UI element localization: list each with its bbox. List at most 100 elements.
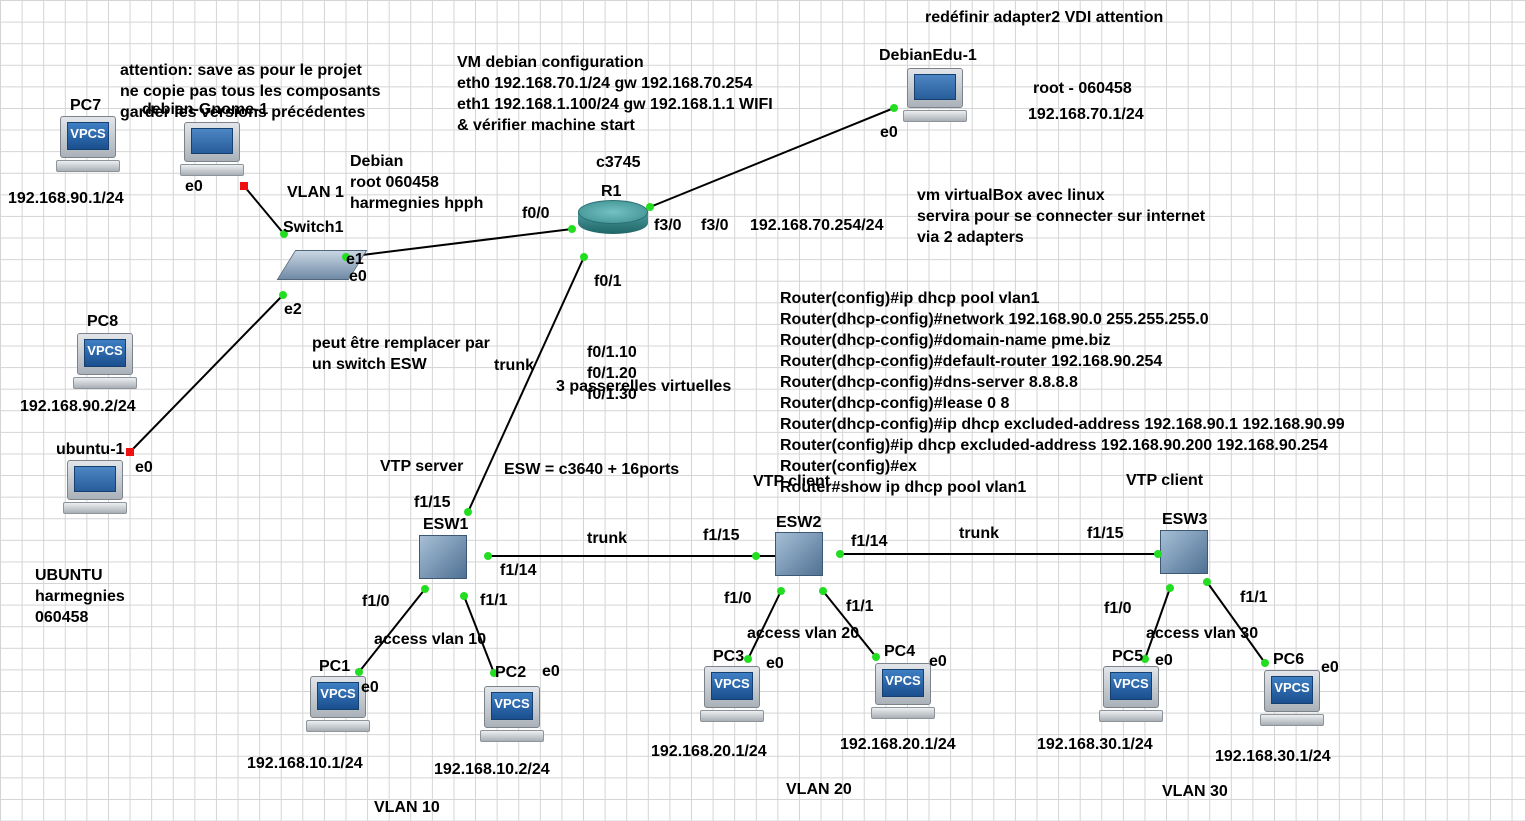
esw3-access-vlan: access vlan 30 [1146,625,1259,642]
pc3-ip: 192.168.20.1/24 [651,743,767,760]
port-up-dot [1154,550,1162,558]
port-down-dot [126,448,134,456]
esw2-port-f1-14: f1/14 [851,533,888,550]
port-up-dot [580,253,588,261]
pc3-vpcs-computer-icon[interactable]: VPCS [700,666,764,724]
esw2-port-f1-15: f1/15 [703,527,740,544]
port-up-dot [421,585,429,593]
port-down-dot [240,182,248,190]
port-up-dot [355,668,363,676]
port-up-dot [744,655,752,663]
esw1-port-f1-0: f1/0 [362,593,390,610]
pc7-ip: 192.168.90.1/24 [8,190,124,207]
link-esw3-pc6[interactable] [1206,581,1266,664]
port-up-dot [279,291,287,299]
port-up-dot [464,508,472,516]
pc1-ip: 192.168.10.1/24 [247,755,363,772]
pc7-vpcs-computer-icon[interactable]: VPCS [56,116,120,174]
port-up-dot [484,552,492,560]
link-esw1-pc2[interactable] [463,595,495,674]
port-up-dot [890,104,898,112]
debian-gnome-vm-computer-icon[interactable] [180,122,244,178]
port-up-dot [646,203,654,211]
link-debian-gnome-switch1[interactable] [243,185,285,235]
link-switch1-ubuntu[interactable] [129,294,284,453]
switch1-port-e1: e1 [346,251,364,268]
pc5-label: PC5 [1112,648,1144,665]
pc1-vpcs-computer-icon[interactable]: VPCS [306,676,370,734]
vpcs-screen: VPCS [491,692,533,720]
link-esw3-pc5[interactable] [1144,587,1171,660]
pc6-port: e0 [1321,659,1339,676]
pc8-label: PC8 [87,313,119,330]
link-switch1-r1[interactable] [345,228,573,258]
r1-port-f3-0-dup: f3/0 [701,217,729,234]
trunk-esw1-esw2-label: trunk [587,530,627,547]
pc1-label: PC1 [319,658,351,675]
port-up-dot [836,550,844,558]
esw2-role: VTP client [753,473,831,490]
esw2-port-f1-0: f1/0 [724,590,752,607]
vpcs-screen: VPCS [67,122,109,150]
link-esw2-pc3[interactable] [747,590,782,660]
esw2-label: ESW2 [776,514,822,531]
port-up-dot [819,587,827,595]
r1-label: R1 [601,183,622,200]
port-up-dot [490,669,498,677]
vpcs-screen: VPCS [882,669,924,697]
virtual-gateways-note: 3 passerelles virtuelles [556,378,732,395]
port-up-dot [342,253,350,261]
esw3-role: VTP client [1126,472,1204,489]
r1-model-label: c3745 [596,154,641,171]
port-up-dot [1166,584,1174,592]
pc3-label: PC3 [713,648,745,665]
esw1-role: VTP server [380,458,464,475]
pc6-vpcs-computer-icon[interactable]: VPCS [1260,670,1324,728]
esw-note: ESW = c3640 + 16ports [504,461,680,478]
pc3-port: e0 [766,655,784,672]
pc4-label: PC4 [884,643,916,660]
vpcs-screen: VPCS [1271,676,1313,704]
link-esw1-pc1[interactable] [358,588,426,673]
esw3-etherswitch-router-icon[interactable] [1160,530,1208,574]
esw2-port-f1-1: f1/1 [846,598,874,615]
pc4-vpcs-computer-icon[interactable]: VPCS [871,663,935,721]
pc4-ip: 192.168.20.1/24 [840,736,956,753]
link-r1-esw1-trunk[interactable] [467,256,585,513]
pc2-vpcs-computer-icon[interactable]: VPCS [480,686,544,744]
debianedu-vm-computer-icon[interactable] [903,68,967,124]
port-up-dot [1261,659,1269,667]
vpcs-screen: VPCS [1110,672,1152,700]
r1-port-f3-0: f3/0 [654,217,682,234]
pc2-label: PC2 [495,664,527,681]
port-up-dot [872,653,880,661]
pc8-vpcs-computer-icon[interactable]: VPCS [73,333,137,391]
vlan30-label: VLAN 30 [1162,783,1228,800]
pc6-label: PC6 [1273,651,1305,668]
esw1-port-f1-14: f1/14 [500,562,537,579]
debian-gnome-port: e0 [185,178,203,195]
esw2-etherswitch-router-icon[interactable] [775,532,823,576]
pc4-port: e0 [929,653,947,670]
esw1-etherswitch-router-icon[interactable] [419,535,467,579]
esw3-port-f1-15: f1/15 [1087,525,1124,542]
port-up-dot [1203,578,1211,586]
esw3-port-f1-0: f1/0 [1104,600,1132,617]
vpcs-screen: VPCS [317,682,359,710]
link-esw2-pc4[interactable] [822,590,877,658]
debianedu-port: e0 [880,124,898,141]
switch1-label: Switch1 [283,219,344,236]
pc5-vpcs-computer-icon[interactable]: VPCS [1099,666,1163,724]
esw2-access-vlan: access vlan 20 [747,625,860,642]
r1-router-icon[interactable] [578,200,648,236]
pc5-ip: 192.168.30.1/24 [1037,736,1153,753]
link-r1-debianedu[interactable] [649,107,895,208]
pc7-label: PC7 [70,97,102,114]
ubuntu-vm-computer-icon[interactable] [63,460,127,516]
debianedu-ip-note: 192.168.70.1/24 [1028,106,1144,123]
port-up-dot [777,587,785,595]
